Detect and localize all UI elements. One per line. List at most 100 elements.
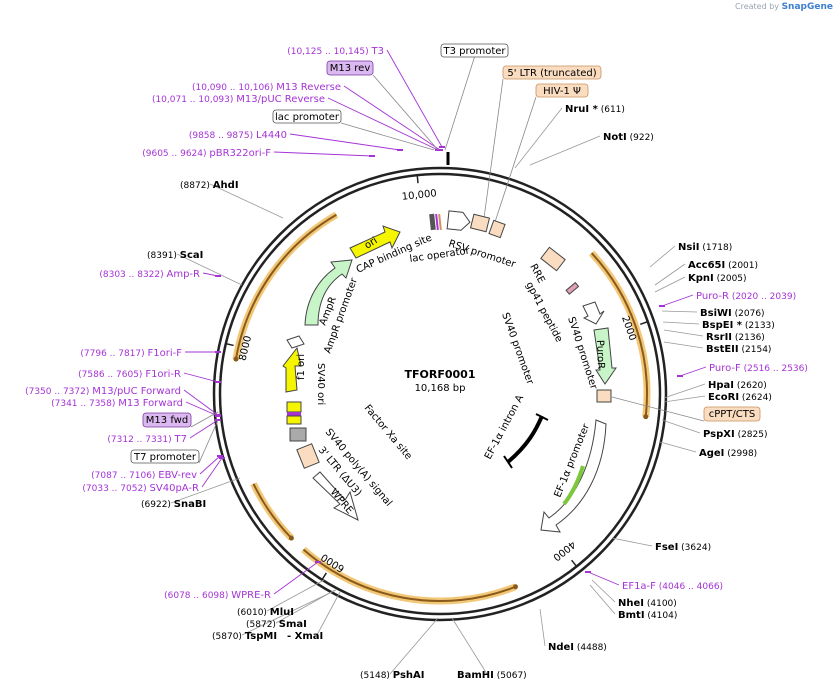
boxed-label: HIV-1 Ψ [535,83,589,98]
snapgene-logo-text: SnapGene [781,2,833,12]
site-label: BsiWI (2076) [700,308,765,319]
sv40-ori-box-2 [286,415,302,425]
site-label: AgeI (2998) [699,448,757,459]
site-label: NdeI (4488) [548,642,607,653]
boxed-label: M13 rev [326,60,374,76]
primer-leader [201,457,223,488]
primer-label: (10,071 .. 10,093) M13/pUC Reverse [152,94,325,105]
orf-arc [234,213,337,360]
primer-mark [219,457,225,459]
primer-leader [587,571,620,586]
feature-sv40-promoter-left: SV40 promoter [499,311,535,387]
ampr-arrow [304,259,353,326]
site-leader [170,477,241,504]
primer-leader [327,97,439,151]
site-leader [654,263,686,286]
boxed-leader [611,396,705,422]
boxed-leader [493,96,537,226]
primer-leader [661,294,694,307]
site-label: Acc65I (2001) [688,260,758,271]
site-leader [514,107,563,169]
orf-arc [590,252,648,417]
gp41-box [565,281,580,295]
primer-mark [215,351,221,353]
site-leader [241,589,337,636]
site-leader [316,591,341,636]
boxed-label-text: HIV-1 Ψ [543,86,581,97]
backbone-inner [218,172,662,616]
primer-mark [585,571,591,573]
orf-arc [302,548,516,602]
outer-labels: NruI * (611)NotI (922)NsiI (1718)Acc65I … [25,43,808,681]
site-label: BamHI (5067) [457,670,527,681]
f1-ori-arrow [282,346,302,393]
primer-mark [677,375,683,377]
boxed-label-text: T7 promoter [133,452,197,463]
primer-mark [215,415,221,417]
site-leader [529,135,601,166]
primer-label: (9605 .. 9624) pBR322ori-F [142,148,271,159]
primer-mark [215,275,221,277]
site-label: PspXI (2825) [703,429,768,440]
orf-arrow-tip [288,535,294,541]
scale-tick-label: 4000 [550,538,577,562]
site-leader [661,419,701,434]
site-leader [266,579,325,612]
boxed-leader [483,78,504,219]
site-leader [275,589,336,624]
orf-arrow-tip [233,356,239,362]
sv40-polya-box [289,427,307,442]
snapgene-branding: Created by SnapGene [735,2,833,12]
primer-label: (7796 .. 7817) F1ori-F [80,348,182,359]
boxed-label-bg [440,43,509,58]
ef1a-promoter-arrow [540,419,607,533]
site-label: HpaI (2620) [708,380,767,391]
site-label: BspEI * (2133) [702,320,775,331]
boxed-label: cPPT/CTS [703,406,761,422]
boxed-label-text: M13 fwd [146,415,188,426]
site-leader [663,341,704,349]
primer-label: Puro-R (2020 .. 2039) [696,291,796,302]
feature-gp41: gp41 peptide [523,280,564,344]
feature-sv40-promoter-right: SV40 promoter [565,316,599,392]
boxed-leader [190,411,219,428]
boxed-leader [340,122,435,151]
plasmid-size: 10,168 bp [415,383,466,394]
primer-label: (7087 .. 7106) EBV-rev [91,470,197,481]
site-leader [649,245,676,268]
site-label: NotI (922) [603,132,654,143]
inner-features [282,210,617,533]
site-label: (5872) SmaI [246,619,307,630]
boxed-label: T7 promoter [130,449,200,464]
site-leader [659,441,697,453]
puror-arrow [593,327,617,385]
site-label: (5148) PshAI [360,670,424,681]
site-leader [539,608,546,647]
boxed-label-text: lac promoter [275,112,340,123]
boxed-label-bg [502,65,602,80]
boxed-label-text: cPPT/CTS [709,409,755,420]
boxed-label-bg [535,83,589,98]
site-label: (5870) TspMI [212,631,277,642]
ef1a-orf-line [562,465,585,506]
primer-mark [315,561,321,563]
primer-mark [215,381,221,383]
site-leader [663,329,704,337]
backbone-outer [212,166,668,622]
ori-arrow [349,225,401,259]
intron-cap-end [503,455,513,469]
label-leaders [170,49,707,675]
boxed-leader [198,419,219,464]
primer-mark [659,305,665,307]
primer-mark [438,213,442,231]
site-label: BstEII (2154) [706,344,771,355]
primer-label: (8303 .. 8322) Amp-R [99,269,200,280]
orf-arcs [232,211,651,605]
site-leader [209,183,284,219]
primer-leader [679,366,707,377]
primer-label: (10,125 .. 10,145) T3 [287,46,384,57]
ltr-box [469,213,491,233]
ef1a-intron-bar [506,415,544,464]
boxed-label-bg [272,109,342,124]
